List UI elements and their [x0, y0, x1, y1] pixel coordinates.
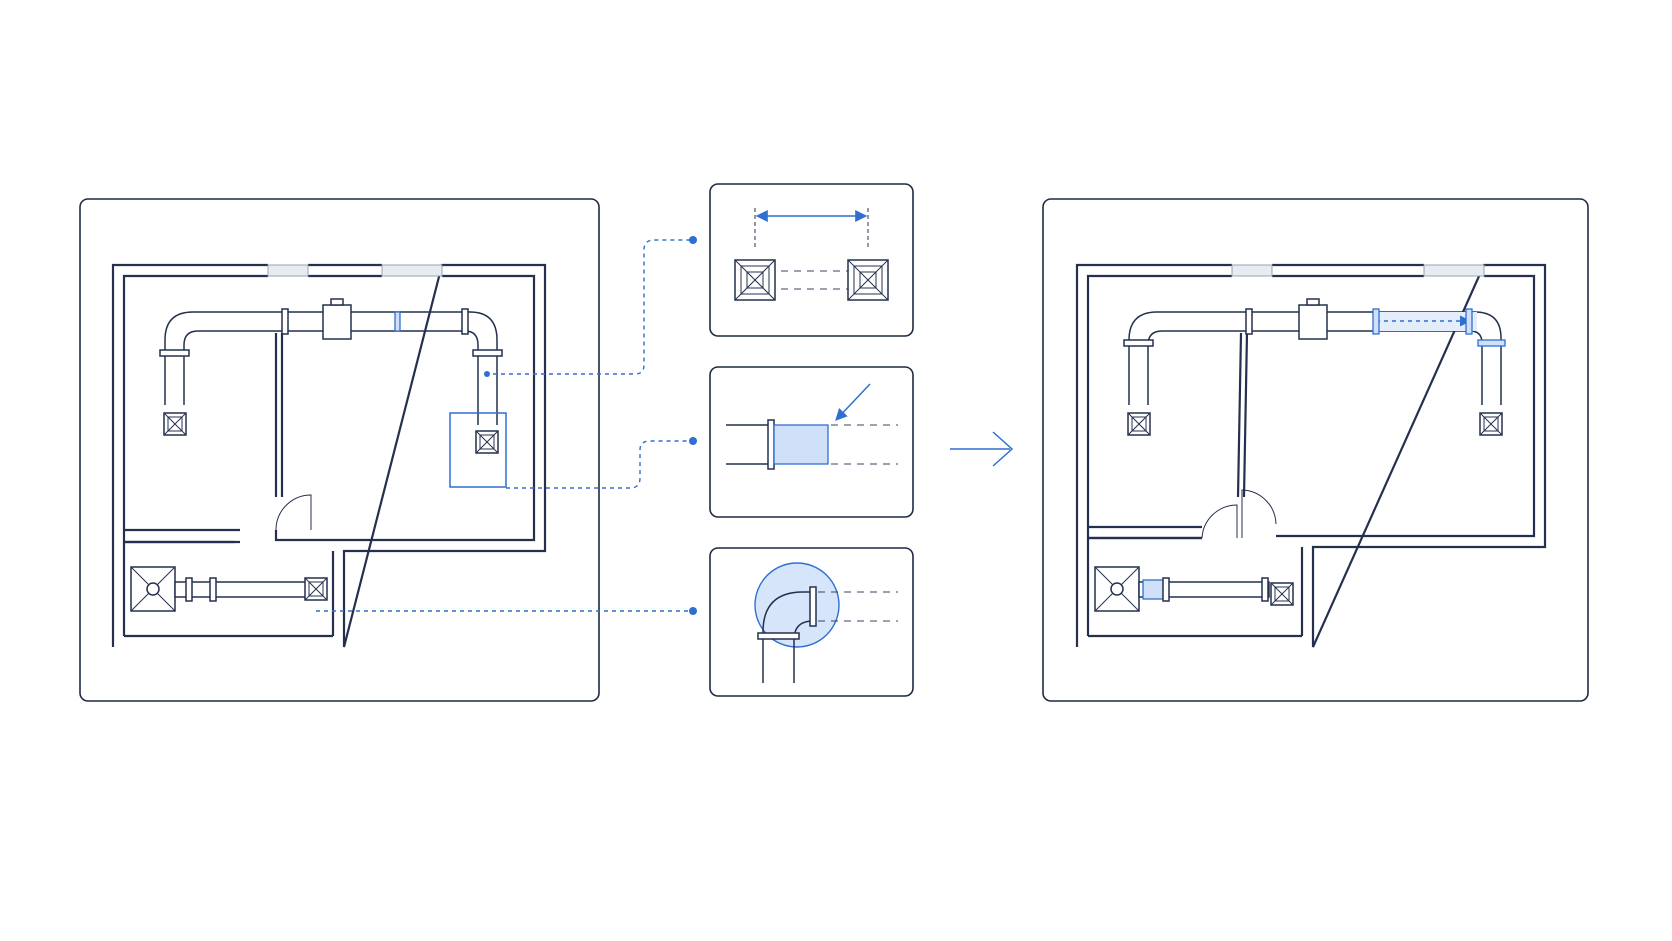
window [1423, 264, 1485, 277]
before-plan-panel [79, 198, 600, 702]
after-plan-frame [1042, 198, 1589, 702]
before-plan-frame [79, 198, 600, 702]
window [267, 264, 309, 277]
detail-connector-frame [709, 366, 914, 518]
connector-dot-icon [689, 607, 697, 615]
before-lower-duct [130, 566, 328, 612]
after-lower-duct [1094, 566, 1294, 612]
before-walls [111, 263, 547, 648]
diffuser-icon [1270, 582, 1294, 606]
elbow-highlight [754, 562, 840, 648]
plenum-icon [130, 566, 176, 612]
diffuser-icon [1479, 412, 1503, 436]
diffuser-icon [847, 259, 889, 301]
after-plan-panel [1042, 198, 1589, 702]
detail-elbow-frame [709, 547, 914, 697]
after-duct-run [1123, 298, 1506, 436]
window [381, 264, 443, 277]
after-walls [1075, 263, 1547, 648]
detail-spacing-panel [709, 183, 914, 337]
elbow-icon [757, 632, 800, 640]
detail-elbow-panel [709, 547, 914, 697]
diffuser-icon [163, 412, 187, 436]
window [1231, 264, 1273, 277]
connector-dot-icon [484, 371, 490, 377]
detail-spacing-frame [709, 183, 914, 337]
callout-connectors [316, 236, 697, 615]
highlight-box [449, 412, 507, 488]
before-duct-run [159, 298, 507, 488]
damper-icon [322, 298, 352, 340]
damper-icon [1298, 298, 1328, 340]
diffuser-icon [475, 430, 499, 454]
connector-dot-icon [689, 437, 697, 445]
diffuser-icon [304, 577, 328, 601]
connector-dot-icon [689, 236, 697, 244]
detail-connector-panel [709, 366, 914, 518]
leader-arrow [835, 383, 871, 421]
arrow-right-icon [950, 431, 1014, 467]
diffuser-icon [734, 259, 776, 301]
plenum-icon [1094, 566, 1140, 612]
diffuser-icon [1127, 412, 1151, 436]
connector-segment [773, 424, 829, 465]
